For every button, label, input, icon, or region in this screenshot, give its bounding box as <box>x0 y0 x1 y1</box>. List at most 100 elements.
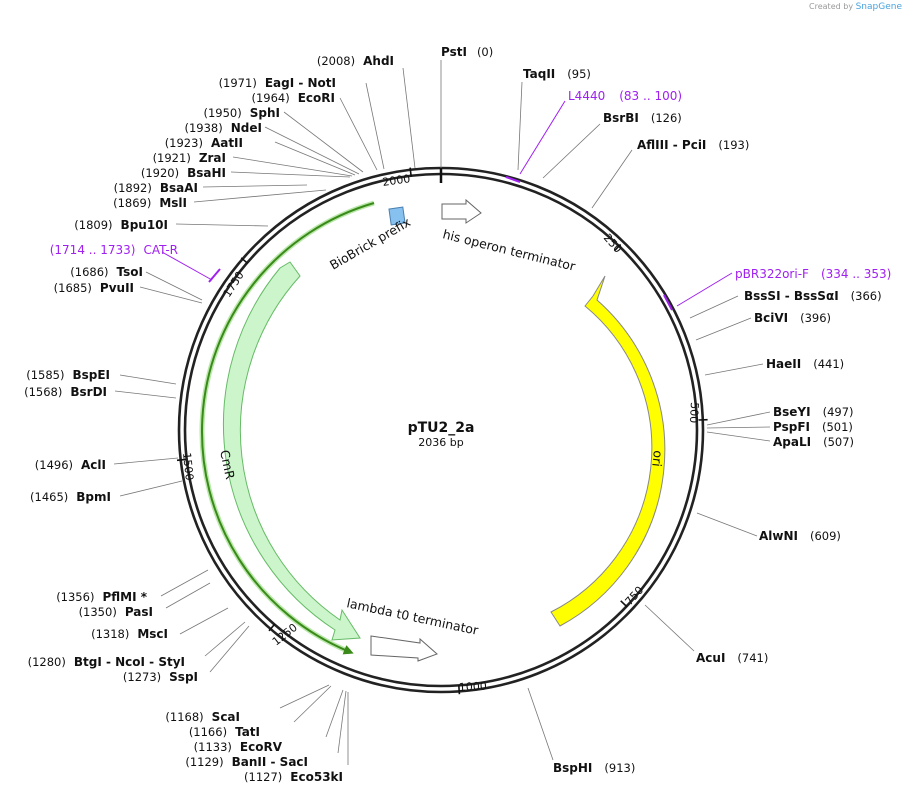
connector-ecori <box>339 97 378 171</box>
biobrick-prefix-feature[interactable] <box>388 206 406 226</box>
site-labels: PstI(0) TaqII(95) BsrBI(126) AflIII - Pc… <box>441 45 882 775</box>
connector-aatii <box>274 141 356 176</box>
site-name[interactable]: ApaLI <box>773 435 811 449</box>
site-name[interactable]: BsrDI <box>70 385 107 399</box>
svg-text:BsrBI(126): BsrBI(126) <box>603 111 682 125</box>
site-name[interactable]: SspI <box>169 670 198 684</box>
svg-text:(1496)AclI: (1496)AclI <box>35 458 106 472</box>
site-labels-left: (1127)Eco53kI (1129)BanII - SacI (1133)E… <box>24 54 394 784</box>
primer-name[interactable]: L4440 <box>568 89 605 103</box>
site-name[interactable]: AclI <box>81 458 106 472</box>
site-position: (396) <box>800 311 831 325</box>
site-position: (1950) <box>204 106 242 120</box>
connector-bspei <box>119 374 177 385</box>
site-name[interactable]: PvuII <box>100 281 134 295</box>
site-position: (1273) <box>123 670 161 684</box>
site-name[interactable]: TaqII <box>523 67 555 81</box>
connector-banii-saci <box>337 690 347 754</box>
site-name[interactable]: AhdI <box>363 54 394 68</box>
svg-text:(1280)BtgI - NcoI - StyI: (1280) BtgI - NcoI - StyI <box>28 655 185 669</box>
site-name[interactable]: ZraI <box>199 151 226 165</box>
svg-text:pBR322ori-F(334 .. 353): pBR322ori-F (334 .. 353) <box>735 267 891 281</box>
site-name[interactable]: BanII - SacI <box>232 755 308 769</box>
site-name[interactable]: TsoI <box>117 265 143 279</box>
site-position: (609) <box>810 529 841 543</box>
svg-text:(1950)SphI: (1950) SphI <box>204 106 281 120</box>
svg-text:TaqII(95): TaqII (95) <box>523 67 591 81</box>
tick-mark <box>268 623 276 632</box>
site-name[interactable]: BtgI - NcoI - StyI <box>74 655 185 669</box>
biobrick-prefix-label: BioBrick prefix <box>327 214 413 272</box>
site-name[interactable]: MscI <box>137 627 168 641</box>
site-position: (1585) <box>26 368 64 382</box>
site-name[interactable]: PspFI <box>773 420 810 434</box>
site-position: (1280) <box>28 655 66 669</box>
primer-range: (1714 .. 1733) <box>50 243 136 257</box>
svg-text:(1892)BsaAI: (1892)BsaAI <box>114 181 198 195</box>
connector-msci <box>179 607 229 635</box>
site-name[interactable]: EcoRV <box>240 740 283 754</box>
svg-text:(1971)EagI - NotI: (1971)EagI - NotI <box>219 76 336 90</box>
ori-feature[interactable] <box>550 275 666 627</box>
site-name[interactable]: EagI - NotI <box>265 76 336 90</box>
svg-text:AlwNI(609): AlwNI (609) <box>759 529 841 543</box>
site-position: (1964) <box>251 91 289 105</box>
site-name[interactable]: ScaI <box>212 710 240 724</box>
svg-text:(2008)AhdI: (2008) AhdI <box>317 54 394 68</box>
connector-acui <box>644 604 695 652</box>
site-name[interactable]: BsaAI <box>160 181 198 195</box>
ori-label: ori <box>649 450 666 468</box>
lambda-t0-terminator-feature[interactable] <box>370 635 438 662</box>
site-name[interactable]: SphI <box>250 106 280 120</box>
connector-sphi <box>283 111 364 173</box>
site-position: (501) <box>822 420 853 434</box>
site-position: (1921) <box>153 151 191 165</box>
site-position: (1166) <box>189 725 227 739</box>
svg-text:(1129)BanII - SacI: (1129)BanII - SacI <box>185 755 308 769</box>
site-name[interactable]: TatI <box>235 725 260 739</box>
primer-range: (334 .. 353) <box>821 267 891 281</box>
svg-text:BseYI(497): BseYI(497) <box>773 405 854 419</box>
connector-haeii <box>704 363 764 376</box>
site-name[interactable]: AcuI <box>696 651 725 665</box>
primer-mark-cat-r <box>208 268 221 283</box>
site-name[interactable]: BciVI <box>754 311 788 325</box>
site-name[interactable]: PflMI * <box>102 590 147 604</box>
site-name[interactable]: BspHI <box>553 761 592 775</box>
tick-mark <box>176 458 187 462</box>
site-name[interactable]: Eco53kI <box>290 770 343 784</box>
site-name[interactable]: Bpu10I <box>121 218 168 232</box>
site-name[interactable]: BsrBI <box>603 111 639 125</box>
site-name[interactable]: BspEI <box>72 368 110 382</box>
connector-scai <box>279 684 330 709</box>
site-name[interactable]: BssSI - BssSαI <box>744 289 839 303</box>
primer-mark-pbr322ori-f <box>663 294 673 311</box>
site-name[interactable]: EcoRI <box>298 91 335 105</box>
site-name[interactable]: HaeII <box>766 357 801 371</box>
tick-marks <box>176 167 708 695</box>
site-name[interactable]: NdeI <box>231 121 262 135</box>
site-name[interactable]: AatII <box>211 136 243 150</box>
svg-text:(1350)PasI: (1350)PasI <box>79 605 153 619</box>
site-name[interactable]: BseYI <box>773 405 811 419</box>
his-operon-terminator-feature[interactable] <box>441 198 482 224</box>
site-position: (2008) <box>317 54 355 68</box>
site-name[interactable]: AflIII - PciI <box>637 138 706 152</box>
site-name[interactable]: PasI <box>125 605 153 619</box>
cmr-feature[interactable] <box>222 261 361 641</box>
site-position: (1809) <box>74 218 112 232</box>
site-name[interactable]: BsaHI <box>187 166 226 180</box>
site-name[interactable]: AlwNI <box>759 529 798 543</box>
plasmid-length: 2036 bp <box>418 436 463 449</box>
primer-name[interactable]: CAT-R <box>143 243 178 257</box>
site-position: (95) <box>567 67 591 81</box>
svg-text:BciVI(396): BciVI (396) <box>754 311 831 325</box>
primer-name[interactable]: pBR322ori-F <box>735 267 809 281</box>
credit-prefix: Created by <box>809 2 854 11</box>
site-name[interactable]: MslI <box>159 196 187 210</box>
site-name[interactable]: PstI <box>441 45 467 59</box>
connector-bsaai <box>202 184 308 188</box>
tick-label-2000: 2000 <box>382 172 412 189</box>
svg-text:(1920)BsaHI: (1920)BsaHI <box>141 166 226 180</box>
site-name[interactable]: BpmI <box>76 490 111 504</box>
